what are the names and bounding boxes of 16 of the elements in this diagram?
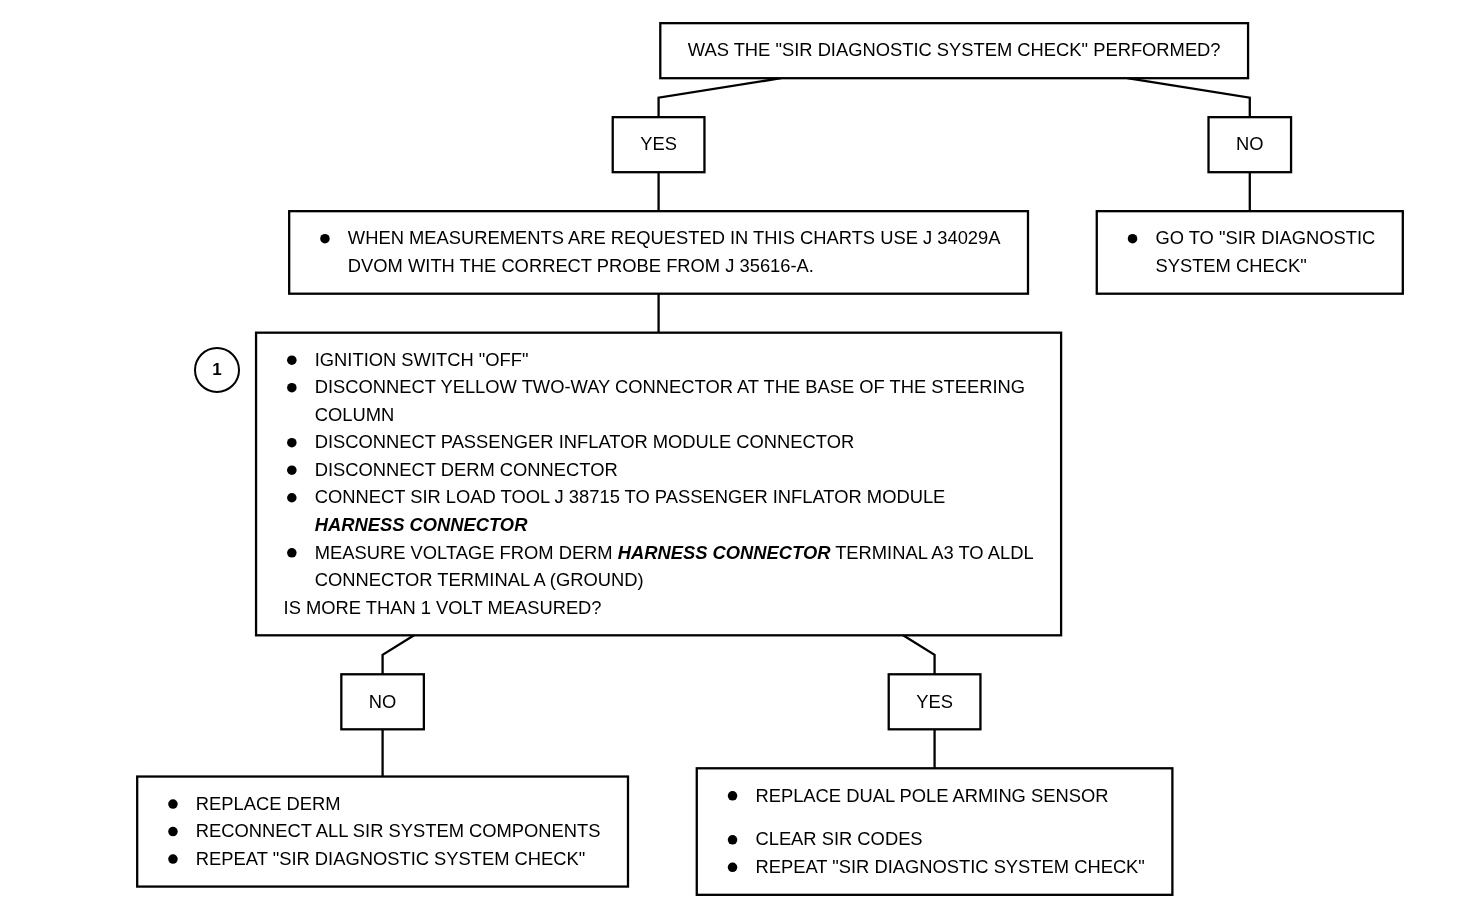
branch-tag: YES	[887, 673, 982, 731]
branch-tag: NO	[340, 673, 425, 731]
instruction-box: REPLACE DUAL POLE ARMING SENSOR CLEAR SIR CODES REPEAT "SIR DIAGNOSTIC SYSTEM CHECK"	[695, 767, 1174, 896]
callout-number: 1	[194, 346, 241, 393]
branch-tag: NO	[1207, 116, 1293, 174]
connector-line	[1248, 172, 1251, 212]
instruction-box: REPLACE DERM RECONNECT ALL SIR SYSTEM COMPONENTS REPEAT "SIR DIAGNOSTIC SYSTEM CHECK"	[136, 775, 630, 888]
instruction-box: WHEN MEASUREMENTS ARE REQUESTED IN THIS CHARTS USE J 34029A DVOM WITH THE CORRECT PROBE FROM J 35616-A.	[288, 210, 1030, 295]
connector-line	[933, 729, 936, 769]
question-box: WAS THE "SIR DIAGNOSTIC SYSTEM CHECK" PERFORMED?	[659, 22, 1250, 80]
connector-line	[381, 729, 384, 777]
step-box: IGNITION SWITCH "OFF" DISCONNECT YELLOW TWO-WAY CONNECTOR AT THE BASE OF THE STEERING COLUMN DISCONNECT PASSENGER INFLATOR MODULE CONNECTOR DISCONNECT DERM CONNECTOR CONNECT SIR LOAD TOOL J 38715 TO PASSENGER INFLATOR MODULE HARNESS CONNECTOR MEASURE VOLTAGE FROM DERM HARNESS CONNECTOR TERMINAL A3 TO ALDL CONNECTOR TERMINAL A (GROUND) IS MORE THAN 1 VOLT MEASURED?	[254, 331, 1063, 637]
connector-line	[657, 172, 660, 212]
instruction-box: GO TO "SIR DIAGNOSTIC SYSTEM CHECK"	[1095, 210, 1404, 295]
branch-tag: YES	[611, 116, 706, 174]
connector-line	[657, 293, 660, 333]
